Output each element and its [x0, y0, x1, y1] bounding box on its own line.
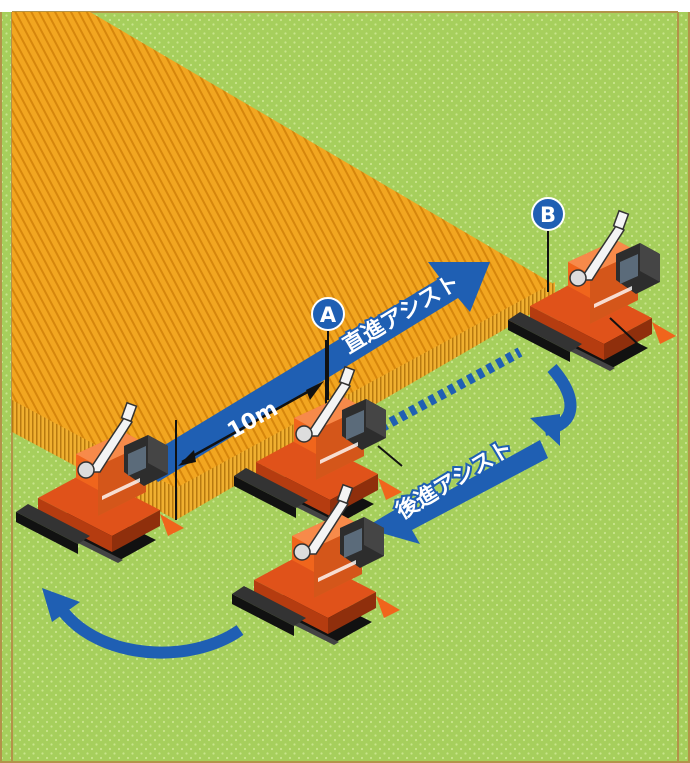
turn-arrow-left-head: [42, 588, 80, 622]
turn-arrow-right-head: [530, 414, 560, 446]
top-strip: [0, 0, 690, 12]
dashed-path: [359, 347, 523, 443]
dimension-line: [181, 383, 321, 464]
pin-b-label: B: [540, 203, 556, 227]
pin-b-marker: [531, 197, 565, 231]
forward-assist-arrow: [140, 262, 490, 482]
cut-line-center: [377, 445, 403, 467]
cut-line-right: [609, 317, 641, 347]
pin-a-label: A: [320, 303, 337, 327]
reverse-assist-arrow: [364, 440, 548, 544]
crop-field-top: [12, 12, 555, 496]
pin-a-marker: [311, 297, 345, 331]
turn-arrow-left: [57, 606, 244, 659]
